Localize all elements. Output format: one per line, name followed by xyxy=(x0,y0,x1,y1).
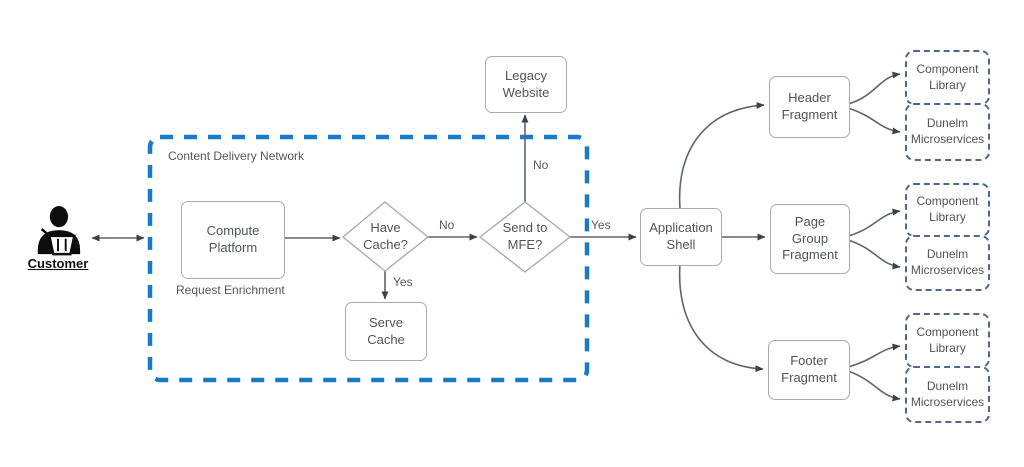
edge-pagegroup-dunelm xyxy=(847,239,901,270)
node-serve-cache: Serve Cache xyxy=(345,302,427,361)
node-dunelm-microservices-footer: Dunelm Microservices xyxy=(905,366,990,423)
customer-icon xyxy=(37,206,81,256)
edge-pagegroup-componentlibrary xyxy=(847,208,901,237)
node-application-shell: Application Shell xyxy=(640,208,722,266)
node-component-library-pagegroup: Component Library xyxy=(905,183,990,237)
edge-header-dunelm xyxy=(847,107,901,135)
node-send-to-mfe: Send to MFE? xyxy=(502,220,548,252)
edge-shell-header xyxy=(678,102,765,209)
label-send-mfe-no: No xyxy=(531,158,551,172)
edge-footer-componentlibrary xyxy=(847,343,901,368)
label-send-mfe-yes: Yes xyxy=(589,218,613,232)
label-have-cache-no: No xyxy=(437,218,457,232)
node-component-library-footer: Component Library xyxy=(905,313,990,368)
cdn-title: Content Delivery Network xyxy=(168,149,305,163)
request-enrichment-label: Request Enrichment xyxy=(176,283,285,297)
node-component-library-header: Component Library xyxy=(905,50,990,105)
edge-shell-footer xyxy=(678,263,764,373)
node-have-cache: Have Cache? xyxy=(363,220,408,252)
node-legacy-website: Legacy Website xyxy=(485,56,567,113)
node-compute-platform: Compute Platform xyxy=(181,201,285,279)
diamond-send-mfe-shape xyxy=(478,201,572,273)
node-dunelm-microservices-header: Dunelm Microservices xyxy=(905,103,990,161)
node-dunelm-microservices-pagegroup: Dunelm Microservices xyxy=(905,235,990,291)
node-footer-fragment: Footer Fragment xyxy=(768,340,850,400)
node-header-fragment: Header Fragment xyxy=(769,76,850,138)
diamond-have-cache-shape xyxy=(341,201,430,272)
edge-header-componentlibrary xyxy=(847,71,901,105)
node-page-group-fragment: Page Group Fragment xyxy=(770,204,850,274)
customer-label: Customer xyxy=(27,256,89,271)
label-have-cache-yes: Yes xyxy=(391,275,415,289)
edge-footer-dunelm xyxy=(847,370,901,402)
